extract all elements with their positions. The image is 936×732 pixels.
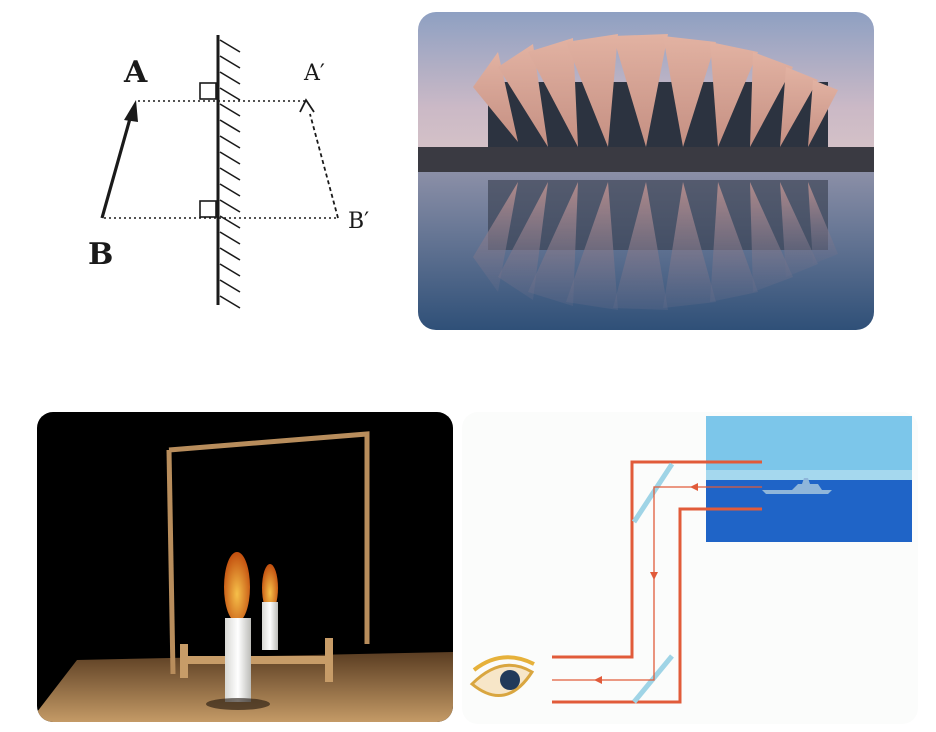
stadium-reflection-photo xyxy=(418,12,874,330)
stadium-reflection xyxy=(473,180,838,310)
bottom-mirror xyxy=(632,654,674,704)
candle-glass-plate-photo xyxy=(37,412,453,722)
stadium-svg xyxy=(418,12,874,330)
label-b: B xyxy=(88,237,113,272)
stadium-building xyxy=(418,34,874,172)
plane-mirror-diagram: A A′ B B′ xyxy=(60,20,400,320)
ray-arrow-3 xyxy=(594,676,602,684)
mirror-hatching xyxy=(219,39,241,309)
ray-arrow-2 xyxy=(650,572,658,580)
image-arrow-line xyxy=(309,113,339,219)
eye-icon xyxy=(469,655,535,698)
light-path xyxy=(552,486,762,681)
glass-plate-stand xyxy=(180,638,333,682)
top-mirror xyxy=(631,462,675,524)
periscope-svg xyxy=(469,416,912,704)
object-arrow-line xyxy=(100,114,133,219)
image-arrow-head xyxy=(299,98,315,113)
candle-svg xyxy=(37,412,453,722)
object-arrow-head xyxy=(124,100,138,122)
sea-scene xyxy=(706,416,912,542)
ray-arrow-1 xyxy=(690,483,698,491)
label-b-prime: B′ xyxy=(348,209,369,234)
real-candle xyxy=(206,552,270,710)
label-a: A xyxy=(123,55,148,90)
plane-mirror-svg: A A′ B B′ xyxy=(88,35,369,309)
periscope-tube xyxy=(552,460,762,704)
right-angle-mark-a xyxy=(199,82,217,100)
label-a-prime: A′ xyxy=(303,61,325,86)
glass-plate-frame xyxy=(166,431,370,675)
periscope-diagram xyxy=(462,412,918,724)
ship xyxy=(762,478,832,494)
right-angle-mark-b xyxy=(199,200,217,218)
image-candle xyxy=(262,564,278,650)
